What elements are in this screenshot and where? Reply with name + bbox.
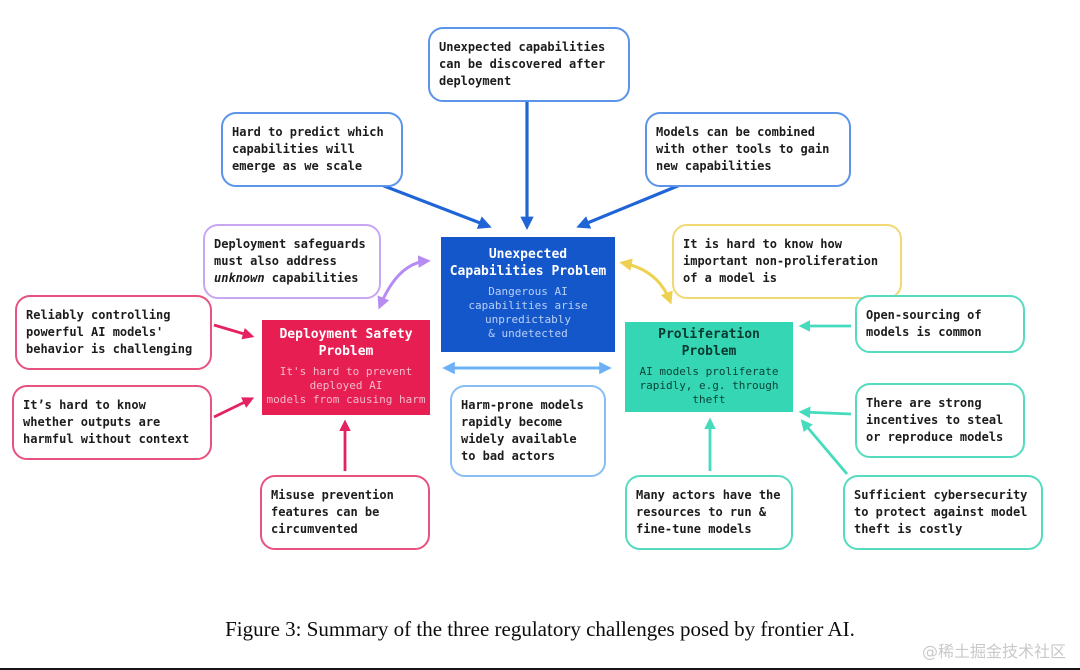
callout-deployment-safeguards: Deployment safeguards must also address … (203, 224, 381, 300)
callout-combined-with-tools: Models can be combined with other tools … (645, 112, 851, 188)
arrow-purple-deployment-unexpected (377, 255, 431, 310)
callout-line: Deployment safeguards (214, 237, 366, 251)
problem-subtitle: Dangerous AI capabilities arise unpredic… (468, 285, 588, 341)
callout-harm-prone-models: Harm-prone models rapidly become widely … (450, 385, 606, 478)
italic-unknown: unknown (214, 271, 265, 286)
callout-line: must also address (214, 254, 337, 269)
callout-hard-to-predict: Hard to predict which capabilities will … (221, 112, 403, 188)
problem-box-unexpected-capabilities: Unexpected Capabilities Problem Dangerou… (441, 237, 615, 352)
callout-many-actors: Many actors have the resources to run & … (625, 475, 793, 551)
problem-subtitle: AI models proliferate rapidly, e.g. thro… (639, 364, 779, 406)
watermark: @稀土掘金技术社区 (921, 642, 1066, 661)
callout-strong-incentives: There are strong incentives to steal or … (855, 383, 1025, 459)
callout-line-rest: capabilities (264, 271, 359, 286)
problem-title: Deployment Safety Problem (279, 327, 413, 360)
arrow-yellow-unexpected-proliferation (619, 258, 673, 305)
callout-open-sourcing: Open-sourcing of models is common (855, 295, 1025, 354)
problem-box-deployment-safety: Deployment Safety Problem It's hard to p… (262, 320, 430, 415)
callout-reliably-controlling: Reliably controlling powerful AI models'… (15, 295, 212, 371)
figure-caption: Figure 3: Summary of the three regulator… (225, 617, 855, 641)
callout-cybersecurity-costly: Sufficient cybersecurity to protect agai… (843, 475, 1043, 551)
problem-box-proliferation: Proliferation Problem AI models prolifer… (625, 322, 793, 412)
bottom-divider (0, 668, 1080, 670)
callout-line: unknown capabilities (214, 270, 370, 287)
problem-title: Proliferation Problem (658, 327, 760, 359)
callout-harmful-without-context: It’s hard to know whether outputs are ha… (12, 385, 212, 461)
problem-subtitle: It's hard to prevent deployed AI models … (266, 365, 426, 407)
problem-title: Unexpected Capabilities Problem (449, 247, 607, 280)
arrow-incentives-to-proliferation (798, 406, 852, 419)
callout-discovered-after-deployment: Unexpected capabilities can be discovere… (428, 27, 630, 103)
arrow-controlling-to-deployment (213, 323, 255, 340)
arrow-context-to-deployment (213, 397, 255, 419)
arrow-cybersecurity-to-proliferation (800, 419, 849, 475)
callout-non-proliferation-importance: It is hard to know how important non-pro… (672, 224, 902, 300)
callout-misuse-prevention: Misuse prevention features can be circum… (260, 475, 430, 551)
